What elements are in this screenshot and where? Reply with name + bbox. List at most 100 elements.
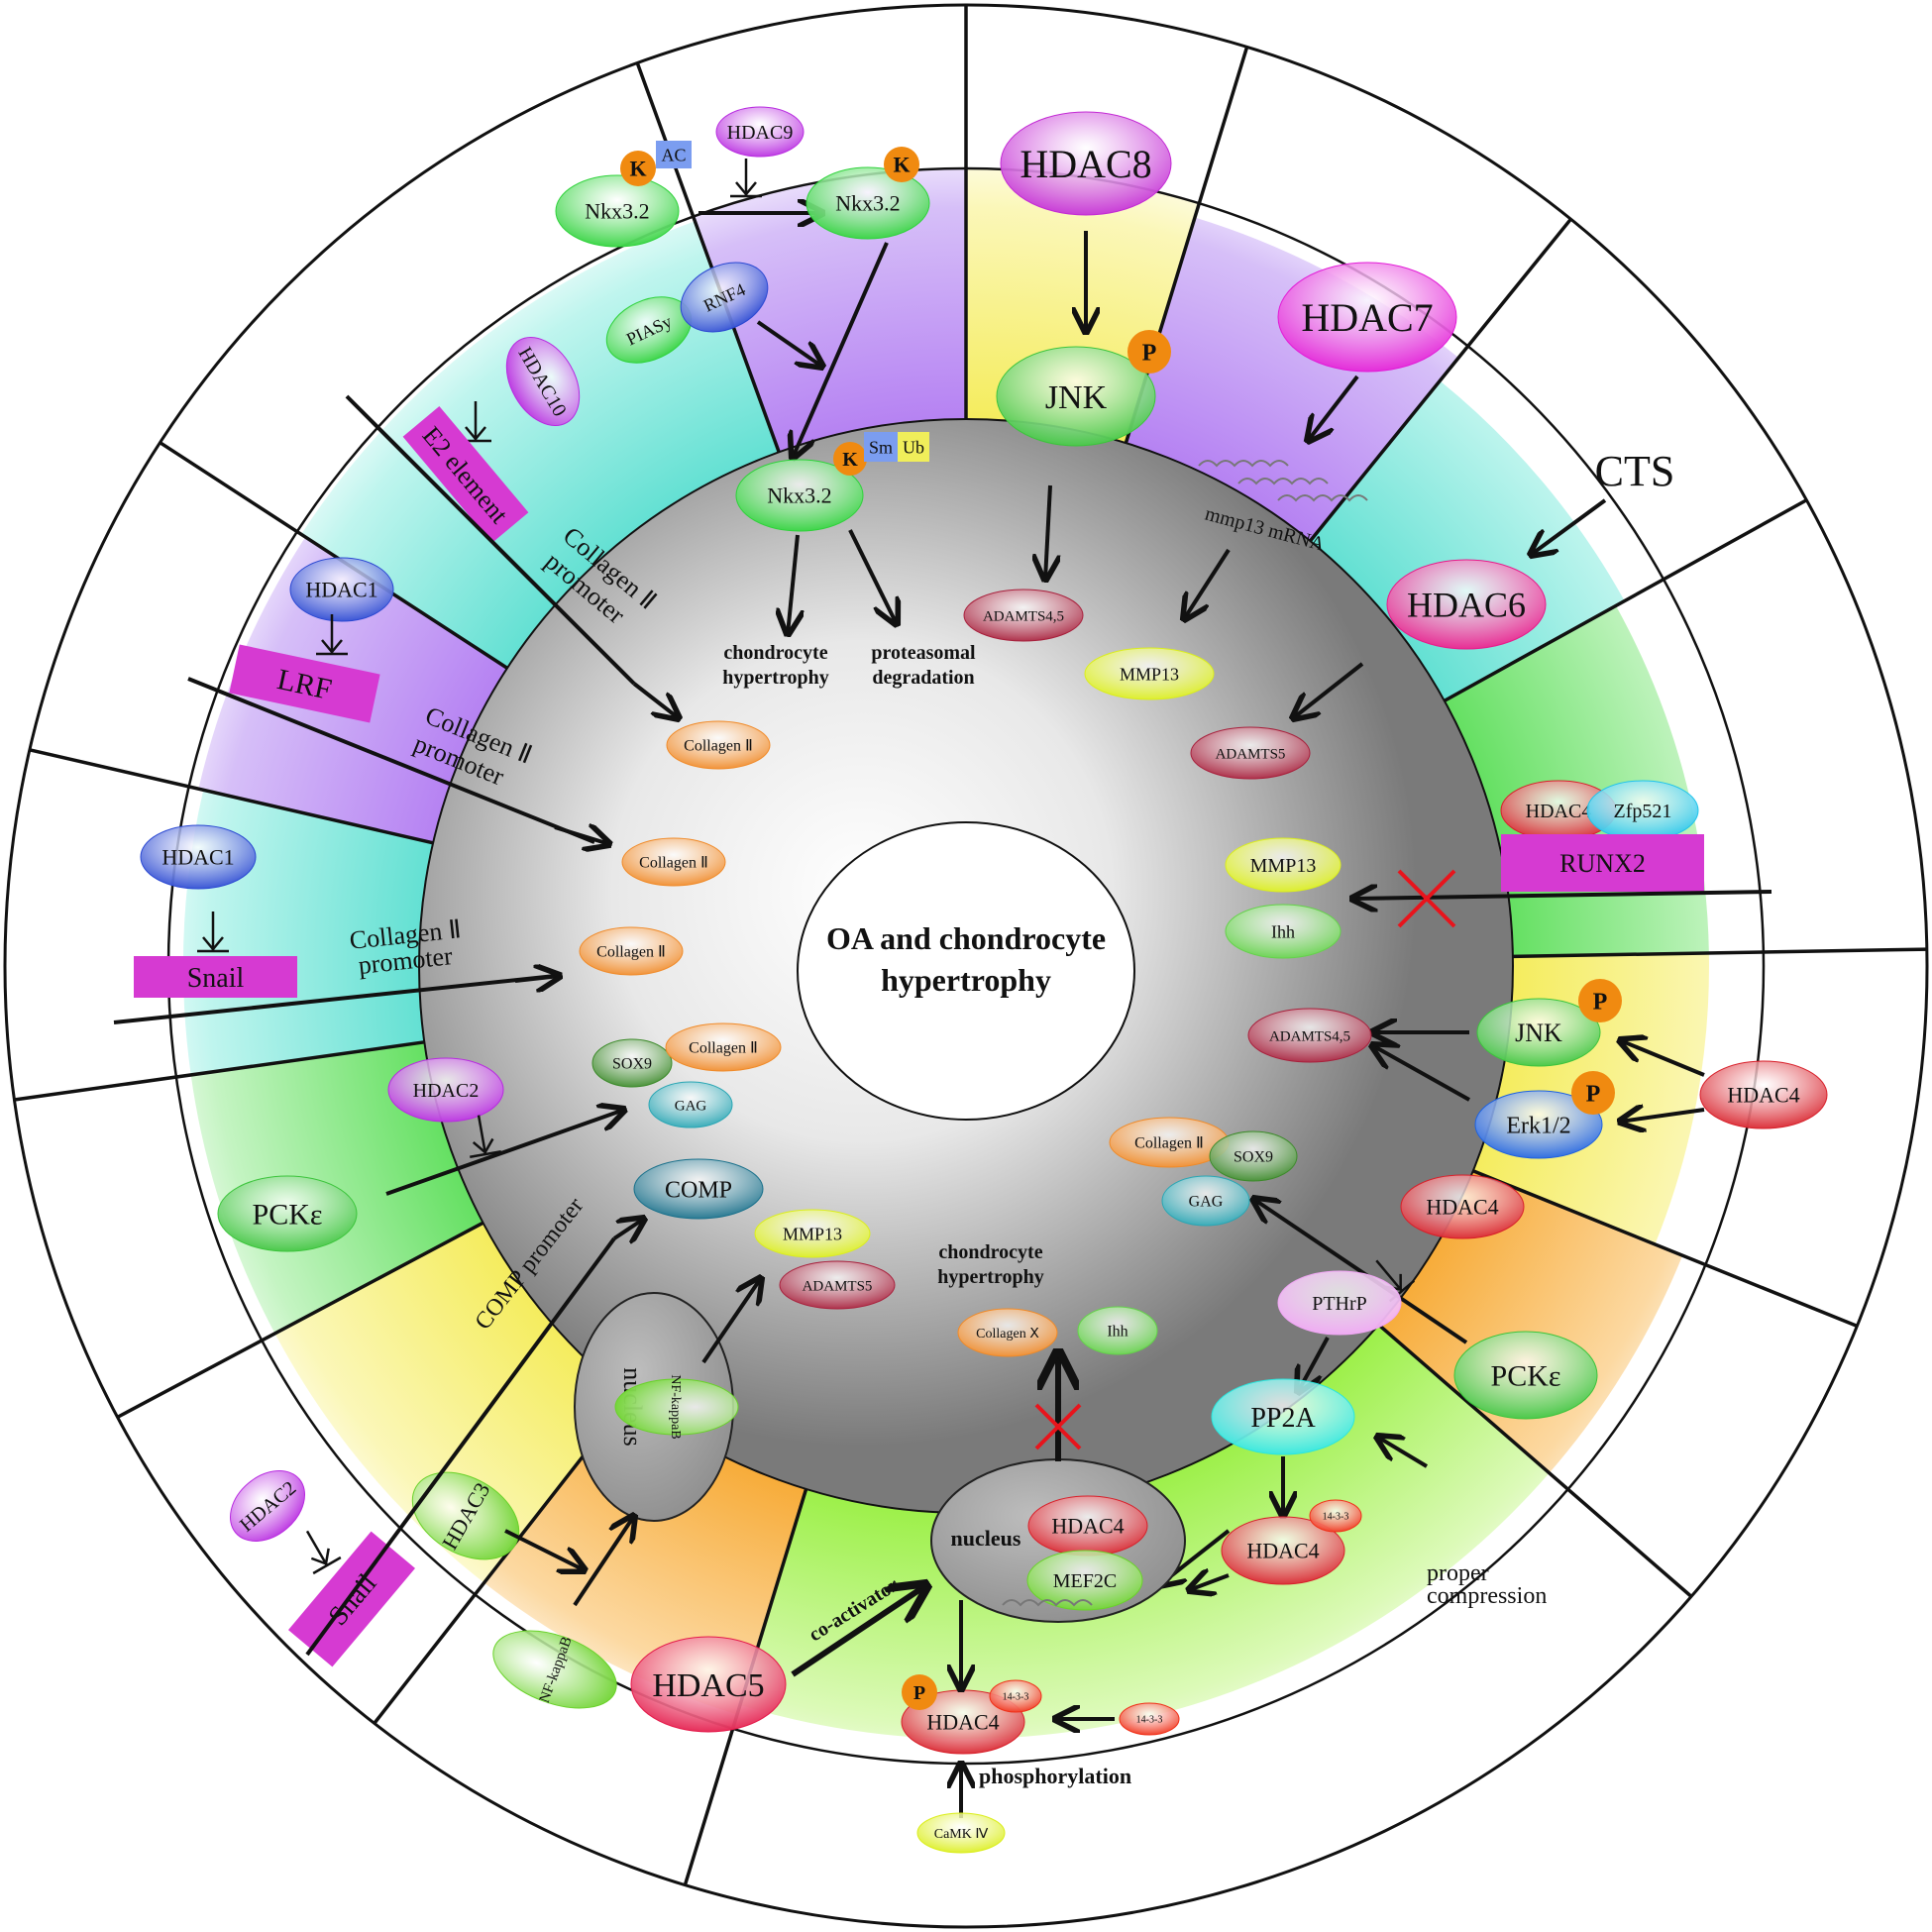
collagen2-oval-l2: Collagen Ⅱ xyxy=(621,837,726,887)
lysine-k-badge-3-label: K xyxy=(842,449,858,471)
hdac8-oval-label: HDAC8 xyxy=(1020,142,1151,186)
hdac4-oval-runx2-label: HDAC4 xyxy=(1526,801,1592,822)
adamts45-oval-right-label: ADAMTS4,5 xyxy=(1269,1028,1350,1044)
comp-promoter-line xyxy=(305,1236,616,1657)
14-3-3-badge-3: 14-3-3 xyxy=(989,1679,1042,1713)
hdac5-oval-label: HDAC5 xyxy=(652,1667,764,1704)
nucleus-label-mef2c: nucleus xyxy=(951,1526,1021,1551)
hdac4-oval-pck-label: HDAC4 xyxy=(1426,1195,1498,1220)
ihh-oval-right-label: Ihh xyxy=(1271,921,1295,941)
center-title-line2: hypertrophy xyxy=(881,962,1051,998)
jnk-oval-hdac8-label: JNK xyxy=(1045,379,1108,416)
collagen2-oval-right-label: Collagen Ⅱ xyxy=(1134,1135,1204,1152)
hdac4-oval-kinase-label: HDAC4 xyxy=(1727,1083,1799,1108)
sector-divider xyxy=(1377,1323,1693,1598)
sector-divider xyxy=(159,441,509,670)
sector-divider xyxy=(1309,218,1572,543)
hdac4-oval-pck: HDAC4 xyxy=(1400,1174,1525,1239)
hdac4-oval-nuclear-label: HDAC4 xyxy=(1051,1514,1124,1539)
ihh-oval-bottom: Ihh xyxy=(1077,1306,1158,1355)
sector-divider xyxy=(635,61,781,453)
arrow-to-degradation xyxy=(848,529,897,624)
pthrp-oval-label: PTHrP xyxy=(1312,1293,1367,1315)
phospho-p-badge-3-label: P xyxy=(1586,1081,1601,1107)
collagen-promoter-line-2 xyxy=(187,677,595,844)
erk12-oval-label: Erk1/2 xyxy=(1506,1113,1570,1138)
hdac1-lrf-inhibition xyxy=(316,614,348,656)
gag-oval-left: GAG xyxy=(648,1081,733,1128)
14-3-3-badge-2: 14-3-3 xyxy=(1119,1702,1180,1736)
outer-circle xyxy=(3,3,1929,1929)
arrow-nfkb-nucleus xyxy=(573,1516,634,1607)
collagen-promoter-line-3 xyxy=(345,394,636,686)
lysine-k-badge-2: K xyxy=(884,147,919,182)
collagen2-oval-l1: Collagen Ⅱ xyxy=(579,926,684,976)
pp2a-oval-label: PP2A xyxy=(1250,1403,1316,1434)
collagen2-oval-l3: Collagen Ⅱ xyxy=(666,720,771,770)
collagen-promoter-line-1 xyxy=(113,974,556,1024)
acetyl-ac-badge-label: AC xyxy=(661,145,686,164)
adamts5-oval-right-label: ADAMTS5 xyxy=(1216,746,1286,762)
gag-oval-right: GAG xyxy=(1161,1175,1250,1227)
hdac1-oval-snail-label: HDAC1 xyxy=(161,845,234,870)
sector-s1 xyxy=(693,168,966,453)
collagen2-oval-l1-label: Collagen Ⅱ xyxy=(596,944,666,961)
arrow-collagen-left-1 xyxy=(514,976,560,981)
hdac5-oval: HDAC5 xyxy=(630,1636,787,1733)
sector-s4 xyxy=(1310,380,1625,701)
snail-box-collagen-label: Snail xyxy=(187,963,245,994)
phospho-p-badge-1-label: P xyxy=(1142,340,1157,366)
collagen2-oval-l3-label: Collagen Ⅱ xyxy=(684,738,753,755)
acetyl-ac-badge: AC xyxy=(656,141,692,168)
phospho-p-badge-2-label: P xyxy=(1593,989,1608,1015)
hdac2-oval-pck: HDAC2 xyxy=(387,1057,504,1123)
arrow-jnk-adamts xyxy=(1045,484,1050,580)
hdac9-oval-label: HDAC9 xyxy=(727,122,794,144)
mmp13-oval-bottom-label: MMP13 xyxy=(783,1224,842,1243)
lysine-k-badge-3: K xyxy=(833,442,867,476)
gag-oval-left-label: GAG xyxy=(675,1098,707,1114)
hdac1-oval-lrf: HDAC1 xyxy=(289,557,394,622)
arrow-collagen-left-3 xyxy=(632,682,679,718)
collagen2-oval-left: Collagen Ⅱ xyxy=(665,1022,782,1072)
hdac4-oval-compression: HDAC4 xyxy=(1221,1516,1345,1585)
nkx32-acetylated-oval-label: Nkx3.2 xyxy=(585,199,649,224)
center-title-line1: OA and chondrocyte xyxy=(826,920,1106,956)
hdac6-oval-label: HDAC6 xyxy=(1407,586,1526,625)
adamts45-oval-top-label: ADAMTS4,5 xyxy=(983,608,1064,624)
sector-divider xyxy=(1512,947,1927,959)
collagen10-oval-label: Collagen Ⅹ xyxy=(976,1327,1039,1342)
chondrocyte-hypertrophy-label-1b: hypertrophy xyxy=(722,667,828,689)
arrow-nfkb-targets xyxy=(701,1278,761,1364)
mmp13-oval-bottom: MMP13 xyxy=(754,1209,871,1258)
14-3-3-badge-1: 14-3-3 xyxy=(1309,1499,1362,1533)
hypertrophy-block-cross xyxy=(1034,1403,1082,1450)
collagen2-oval-left-label: Collagen Ⅱ xyxy=(689,1040,758,1057)
proper-compression-label-2: compression xyxy=(1427,1583,1547,1609)
hdac7-oval: HDAC7 xyxy=(1277,262,1457,373)
hdac4-oval-kinase: HDAC4 xyxy=(1699,1060,1828,1129)
sumo-sm-badge-label: Sm xyxy=(869,437,893,457)
phospho-p-badge-4-label: P xyxy=(913,1682,925,1704)
camk4-oval: CaMK Ⅳ xyxy=(916,1812,1006,1854)
sector-divider xyxy=(1472,1169,1859,1328)
pp2a-oval: PP2A xyxy=(1211,1378,1355,1455)
mmp13-oval-top: MMP13 xyxy=(1084,647,1215,700)
nkx32-deacetylated-oval-label: Nkx3.2 xyxy=(835,191,900,216)
hdac4-oval-phospho: HDAC4 xyxy=(901,1689,1025,1755)
sector-s10 xyxy=(274,1223,630,1583)
arrow-piasy-rnf4 xyxy=(756,320,822,367)
runx2-box-label: RUNX2 xyxy=(1559,849,1646,878)
chondrocyte-hypertrophy-label-2: chondrocyte xyxy=(938,1241,1042,1263)
sector-divider xyxy=(116,1221,484,1419)
hdac6-oval: HDAC6 xyxy=(1386,559,1547,650)
sector-s7 xyxy=(1378,1170,1683,1473)
lysine-k-badge-1: K xyxy=(620,151,656,186)
arrow-pcke-right xyxy=(1253,1199,1468,1344)
sox9-oval-right-label: SOX9 xyxy=(1234,1149,1273,1166)
nfkb-oval-cytoplasm: NF-kappaB xyxy=(492,1630,617,1709)
center-core xyxy=(797,821,1135,1121)
camk4-oval-label: CaMK Ⅳ xyxy=(934,1827,989,1842)
mmp13-oval-right-label: MMP13 xyxy=(1250,855,1317,877)
